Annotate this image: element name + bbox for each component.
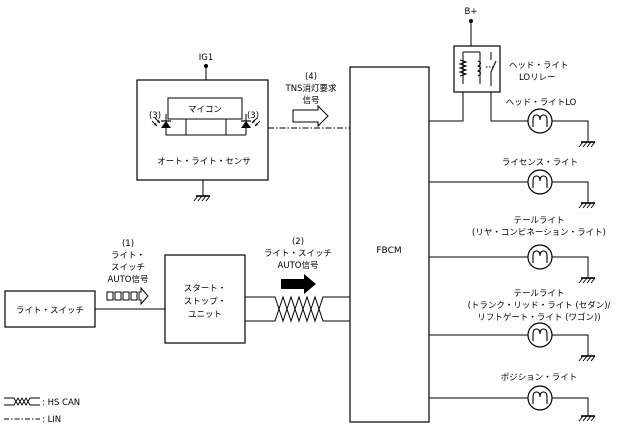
auto-light-sensor-label: オート・ライト・センサ	[157, 157, 251, 167]
headlight-relay-box	[453, 45, 501, 93]
headlight-lo-label: ヘッド・ライトLO	[506, 98, 577, 108]
legend-lin-label: : LIN	[42, 415, 61, 425]
signal1-line2: スイッチ	[111, 263, 145, 273]
license-light-bulb-icon	[527, 169, 553, 195]
signal1-pulse-arrow-icon	[106, 286, 149, 306]
signal2-solid-arrow-icon	[281, 274, 316, 294]
tail-light-rear-bulb-icon	[527, 244, 553, 270]
tail-light-trunk-line1: テールライト	[513, 289, 564, 299]
tns-signal-line1: TNS消灯要求	[285, 83, 337, 94]
maicon-box	[167, 97, 243, 120]
relay-coil-icon	[458, 51, 481, 84]
ground-headlight-icon	[578, 141, 596, 148]
hs-can-twisted-pair	[245, 295, 350, 323]
relay-label-line2: LOリレー	[519, 73, 556, 83]
photodiode-left-icon	[151, 114, 171, 128]
tns-signal-line2: 信号	[302, 95, 319, 106]
start-stop-unit-line2: ストップ・	[184, 297, 227, 307]
legend-hs-can-symbol	[4, 397, 40, 406]
legend-hs-can-label: : HS CAN	[42, 398, 80, 408]
light-switch-box	[4, 290, 96, 328]
ground-sensor-icon	[193, 195, 211, 202]
signal2-number: (2)	[292, 237, 304, 247]
position-light-label: ポジション・ライト	[501, 373, 578, 383]
ground-tail-rear-icon	[578, 277, 596, 284]
tns-signal-arrow-icon	[292, 104, 329, 128]
signal1-line3: AUTO信号	[108, 274, 149, 285]
sensor-label-right: (3)	[247, 111, 259, 121]
start-stop-unit-box	[164, 254, 246, 344]
ground-license-icon	[578, 202, 596, 209]
fbcm-box	[349, 66, 430, 423]
tail-light-rear-line2: (リヤ・コンビネーション・ライト)	[472, 228, 606, 238]
signal1-line1: ライト・	[111, 251, 145, 261]
start-stop-unit-line3: ユニット	[188, 310, 222, 320]
fbcm-label: FBCM	[376, 246, 401, 256]
tail-light-trunk-line2: (トランク・リッド・ライト (セダン)/	[468, 300, 611, 311]
signal1-number: (1)	[122, 239, 134, 249]
relay-switch-icon	[486, 52, 497, 86]
ground-tail-trunk-icon	[578, 355, 596, 362]
ground-position-icon	[578, 415, 596, 422]
ig1-label: IG1	[199, 53, 214, 63]
tail-light-trunk-line3: リフトゲート・ライト (ワゴン))	[477, 312, 600, 323]
relay-label-line1: ヘッド・ライト	[509, 61, 569, 71]
signal2-line2: AUTO信号	[278, 260, 319, 271]
tail-light-trunk-bulb-icon	[527, 322, 553, 348]
signal2-line1: ライト・スイッチ	[264, 249, 332, 259]
position-light-bulb-icon	[527, 385, 553, 411]
tail-light-rear-line1: テールライト	[513, 216, 564, 226]
license-light-label: ライセンス・ライト	[502, 158, 578, 168]
light-switch-label: ライト・スイッチ	[16, 306, 84, 316]
tns-signal-number: (4)	[305, 72, 317, 82]
maicon-label: マイコン	[188, 105, 222, 115]
headlight-lo-bulb-icon	[527, 108, 553, 134]
photodiode-right-icon	[241, 114, 261, 128]
start-stop-unit-line1: スタート・	[184, 284, 227, 294]
b-plus-label: B+	[465, 7, 478, 17]
sensor-label-left: (3)	[149, 111, 161, 121]
